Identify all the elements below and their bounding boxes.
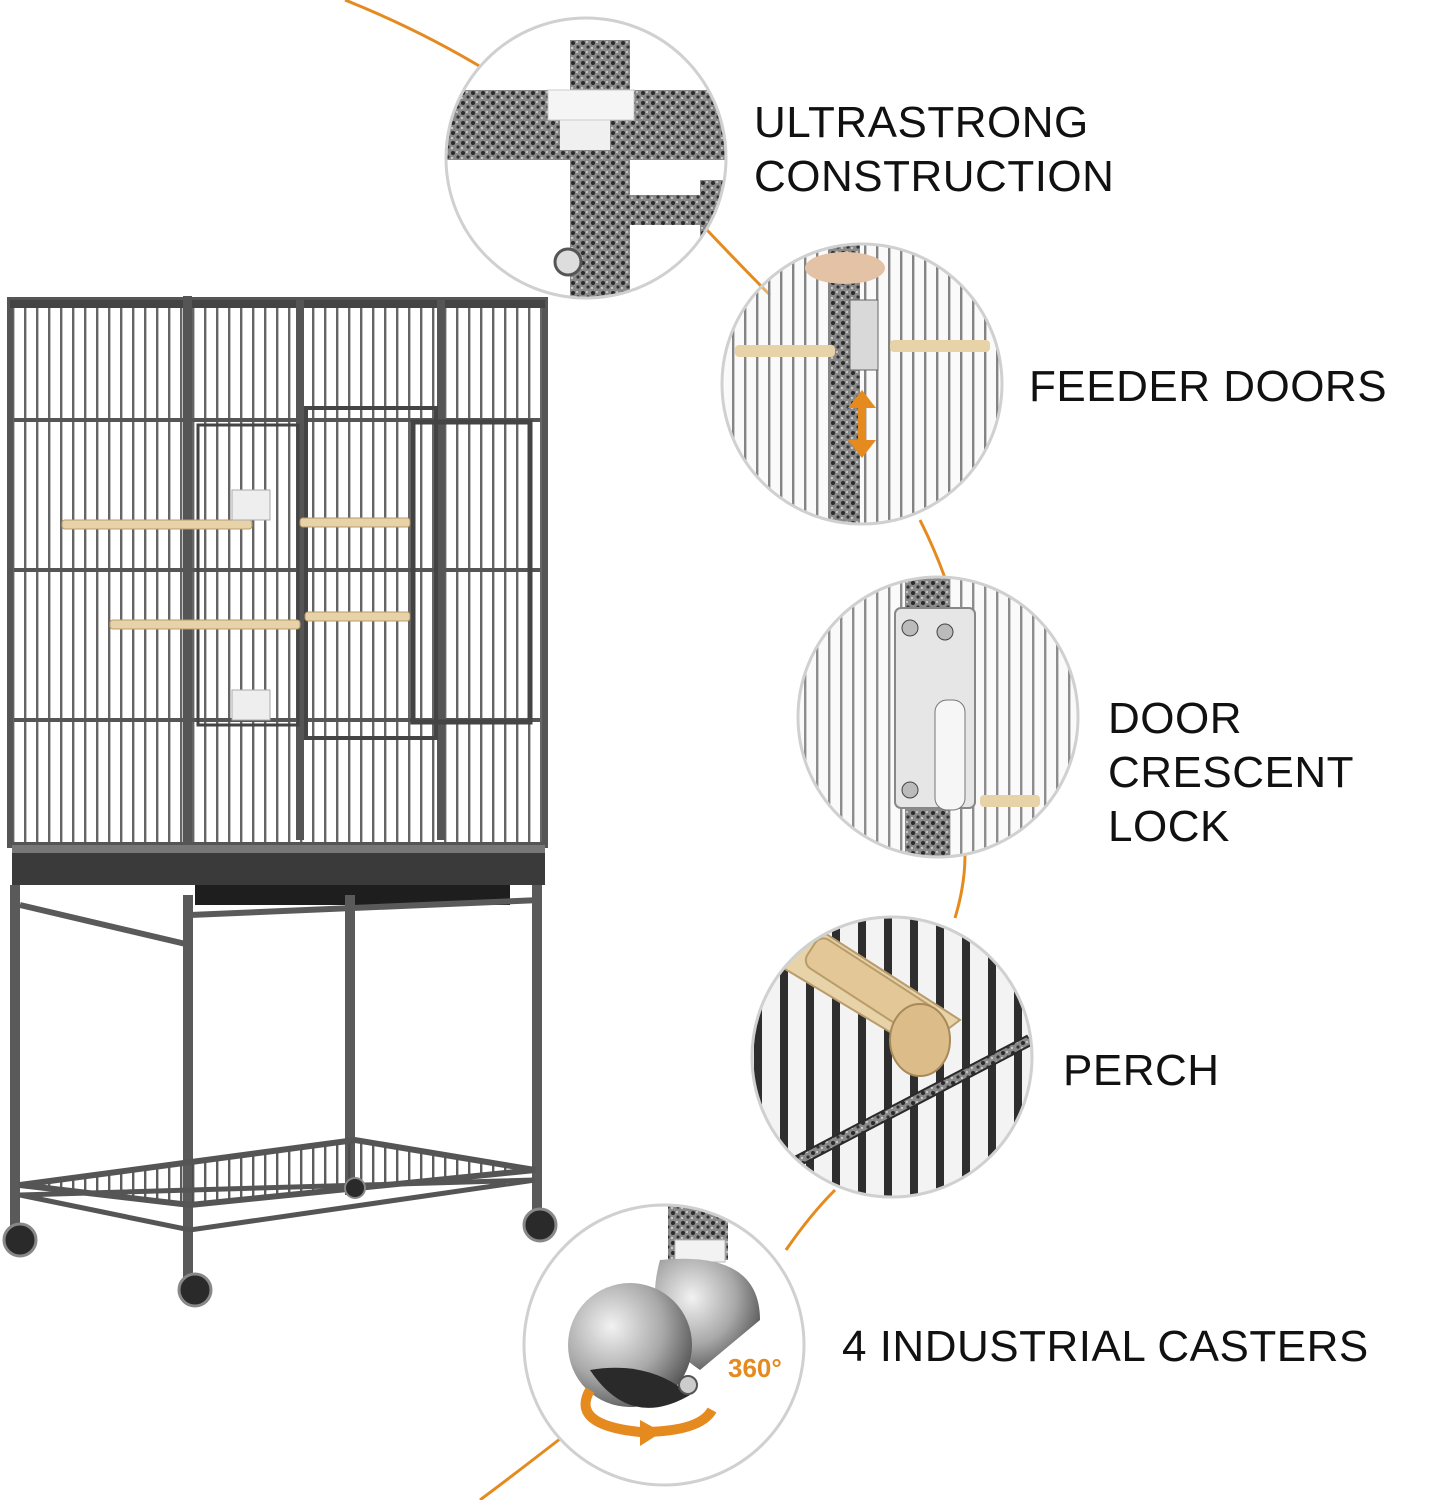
label-ultrastrong-construction: ULTRASTRONG CONSTRUCTION [754, 98, 1115, 201]
up-down-arrow-icon [848, 390, 876, 458]
label-perch: PERCH [1063, 1046, 1220, 1095]
callout-casters [524, 1205, 804, 1485]
connector-line [344, 0, 967, 1500]
callout-feeder-doors [722, 244, 1002, 524]
label-industrial-casters: 4 INDUSTRIAL CASTERS [842, 1322, 1369, 1371]
callout-construction [446, 18, 726, 298]
label-door-crescent-lock: DOOR CRESCENT LOCK [1108, 694, 1355, 851]
rotation-badge: 360° [728, 1353, 782, 1383]
bird-cage [2, 296, 558, 1308]
label-feeder-doors: FEEDER DOORS [1029, 362, 1388, 411]
callout-crescent-lock [798, 577, 1078, 857]
callout-perch [752, 917, 1032, 1197]
